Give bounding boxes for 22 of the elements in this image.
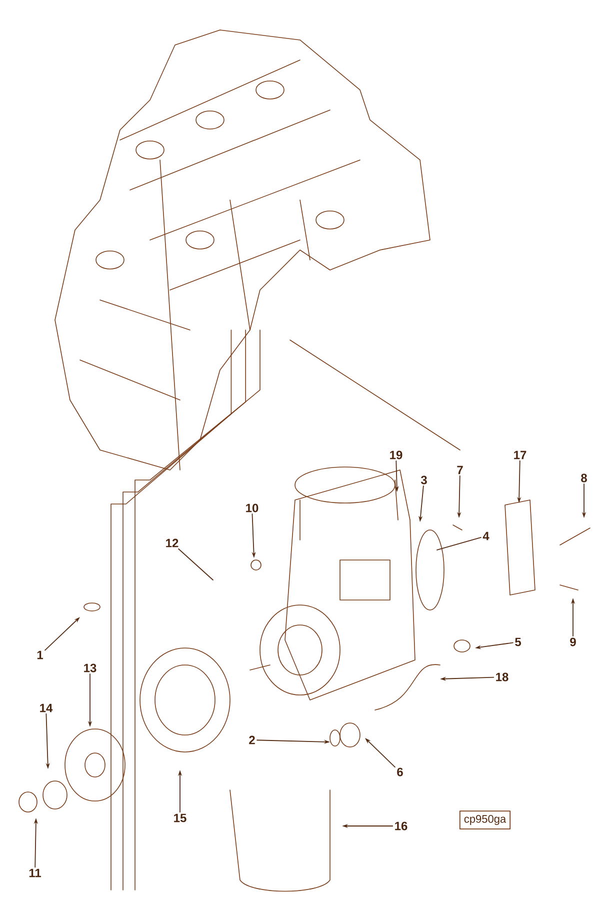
callout-number: 9 bbox=[570, 638, 576, 646]
callout-number: 10 bbox=[246, 504, 258, 512]
callout-number: 14 bbox=[40, 704, 53, 712]
figure-code-box: cp950ga bbox=[459, 810, 511, 830]
callout-number: 16 bbox=[395, 822, 408, 830]
callout-number: 11 bbox=[29, 868, 41, 878]
callout-number: 5 bbox=[515, 638, 521, 646]
callout-number: 4 bbox=[482, 532, 490, 540]
leader-line bbox=[178, 548, 214, 580]
callout-number: 3 bbox=[420, 476, 427, 484]
callout-number: 7 bbox=[457, 466, 463, 474]
callout-number: 6 bbox=[397, 768, 403, 776]
callout-number: 17 bbox=[514, 450, 526, 460]
callout-number: 12 bbox=[166, 538, 178, 548]
leader-line bbox=[436, 536, 482, 550]
callout-number: 8 bbox=[581, 474, 587, 482]
callout-number: 18 bbox=[496, 672, 508, 682]
callout-number: 2 bbox=[249, 736, 255, 744]
callout-number: 15 bbox=[174, 814, 186, 822]
callout-number: 1 bbox=[37, 650, 43, 660]
callout-number: 13 bbox=[84, 664, 96, 672]
callout-number: 19 bbox=[390, 450, 402, 460]
